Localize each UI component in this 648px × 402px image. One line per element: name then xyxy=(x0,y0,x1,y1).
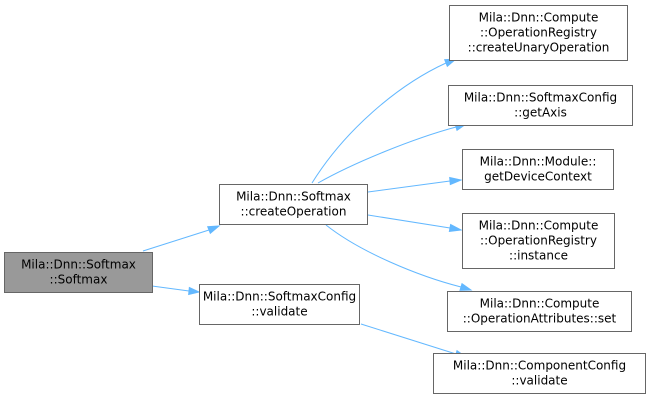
node-label-line: Mila::Dnn::Softmax xyxy=(236,190,351,204)
node-getDeviceContext[interactable]: Mila::Dnn::Module::getDeviceContext xyxy=(462,149,614,190)
node-instance[interactable]: Mila::Dnn::Compute::OperationRegistry::i… xyxy=(462,213,615,269)
node-box[interactable] xyxy=(462,149,614,190)
edge-arrowhead xyxy=(188,286,201,296)
edge-line xyxy=(142,229,210,252)
node-label-line: Mila::Dnn::Compute xyxy=(479,11,599,25)
edge-line xyxy=(317,126,457,184)
node-attributesSet[interactable]: Mila::Dnn::Compute::OperationAttributes:… xyxy=(447,291,632,332)
node-label-line: Mila::Dnn::Softmax xyxy=(21,258,136,272)
edge-createOperation-to-getAxis xyxy=(317,123,468,184)
node-box[interactable] xyxy=(462,213,615,269)
node-box[interactable] xyxy=(4,252,153,293)
node-label-line: ::OperationRegistry xyxy=(480,234,597,248)
node-label-line: Mila::Dnn::Module:: xyxy=(480,155,597,169)
node-createOperation[interactable]: Mila::Dnn::Softmax::createOperation xyxy=(219,184,368,225)
node-label-line: ::validate xyxy=(251,305,307,319)
node-label-line: ::createOperation xyxy=(241,205,347,219)
node-label-line: getDeviceContext xyxy=(484,170,592,184)
nodes-layer: Mila::Dnn::Softmax::SoftmaxMila::Dnn::So… xyxy=(4,5,646,394)
node-box[interactable] xyxy=(199,284,360,325)
node-label-line: Mila::Dnn::SoftmaxConfig xyxy=(464,91,617,105)
node-box[interactable] xyxy=(448,85,633,126)
edge-createOperation-to-createUnaryOperation xyxy=(311,58,458,184)
edge-arrowhead xyxy=(449,176,463,186)
node-label-line: ::Softmax xyxy=(50,273,108,287)
node-box[interactable] xyxy=(449,5,628,61)
edge-line xyxy=(367,180,451,193)
edge-softmax-to-softmaxConfigValidate xyxy=(151,285,201,296)
node-box[interactable] xyxy=(433,353,646,394)
node-label-line: ::getAxis xyxy=(514,106,567,120)
edge-createOperation-to-instance xyxy=(367,214,463,233)
edge-arrowhead xyxy=(448,223,463,233)
node-label-line: ::OperationRegistry xyxy=(480,26,597,40)
edge-softmax-to-createOperation xyxy=(142,225,221,252)
node-createUnaryOperation[interactable]: Mila::Dnn::Compute::OperationRegistry::c… xyxy=(449,5,628,61)
node-label-line: ::createUnaryOperation xyxy=(468,41,610,55)
edge-createOperation-to-getDeviceContext xyxy=(367,176,463,193)
node-label-line: ::OperationAttributes::set xyxy=(463,312,617,326)
edge-line xyxy=(311,62,447,184)
node-label-line: Mila::Dnn::Compute xyxy=(480,297,600,311)
edge-line xyxy=(360,323,457,355)
node-box[interactable] xyxy=(219,184,368,225)
node-getAxis[interactable]: Mila::Dnn::SoftmaxConfig::getAxis xyxy=(448,85,633,126)
node-componentConfigValidate[interactable]: Mila::Dnn::ComponentConfig::validate xyxy=(433,353,646,394)
edge-arrowhead xyxy=(459,282,473,291)
node-label-line: Mila::Dnn::SoftmaxConfig xyxy=(203,290,356,304)
node-box[interactable] xyxy=(447,291,632,332)
node-label-line: ::instance xyxy=(509,249,568,263)
edge-arrowhead xyxy=(206,225,221,235)
edge-createOperation-to-attributesSet xyxy=(325,224,473,291)
node-softmax[interactable]: Mila::Dnn::Softmax::Softmax xyxy=(4,252,153,293)
edge-line xyxy=(151,285,190,292)
edge-line xyxy=(325,224,462,288)
node-label-line: Mila::Dnn::ComponentConfig xyxy=(453,359,626,373)
node-label-line: Mila::Dnn::Compute xyxy=(479,219,599,233)
node-label-line: ::validate xyxy=(511,374,567,388)
node-softmaxConfigValidate[interactable]: Mila::Dnn::SoftmaxConfig::validate xyxy=(199,284,360,325)
edge-line xyxy=(367,214,451,229)
